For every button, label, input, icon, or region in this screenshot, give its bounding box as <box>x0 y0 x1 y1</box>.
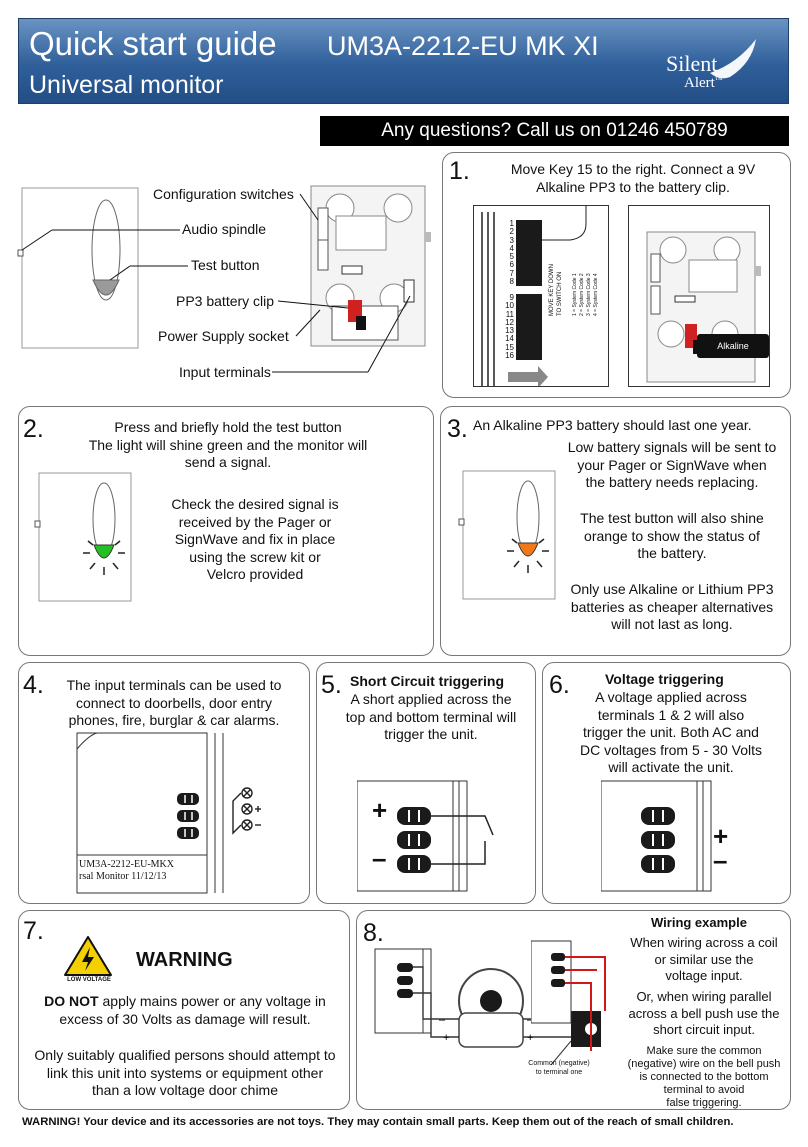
step-2-text-line1: Press and briefly hold the test button <box>114 419 342 435</box>
contact-bar: Any questions? Call us on 01246 450789 <box>320 116 789 146</box>
wired-unit-drawing <box>531 940 606 1051</box>
step-number: 1. <box>449 157 470 185</box>
page-subtitle: Universal monitor <box>29 71 224 99</box>
step-number: 8. <box>363 919 384 947</box>
test-button-green-drawing <box>34 472 132 602</box>
callout-input-terminals: Input terminals <box>179 364 271 380</box>
step-6-panel: 6. Voltage triggering A voltage applied … <box>542 662 791 904</box>
switch-legend: MOVE KEY DOWN TO SWITCH ON <box>549 264 563 316</box>
callout-configuration-switches: Configuration switches <box>153 186 294 202</box>
step-8-panel: 8. – + – + <box>356 910 791 1110</box>
callout-test-button: Test button <box>191 257 260 273</box>
wiring-example-title: Wiring example <box>651 915 747 930</box>
step-3-text-line1: An Alkaline PP3 battery should last one … <box>473 417 752 433</box>
input-terminals-drawing <box>76 732 261 894</box>
plus-sign: + <box>372 795 388 825</box>
step-5-title: Short Circuit triggering <box>350 673 504 689</box>
step-3-panel: 3. An Alkaline PP3 battery should last o… <box>440 406 791 656</box>
silent-alert-logo: Silent Alert™ <box>660 33 770 95</box>
battery-connection-diagram: Alkaline <box>628 205 770 387</box>
step-5-panel: 5. Short Circuit triggering A short appl… <box>316 662 536 904</box>
step-number: 3. <box>447 415 468 443</box>
step-number: 7. <box>23 917 44 945</box>
minus-sign: – <box>713 845 728 875</box>
short-circuit-drawing <box>357 780 494 892</box>
page-title: Quick start guide <box>29 25 277 62</box>
wiring-example-drawing: – + – + <box>374 948 601 1066</box>
step-1-panel: 1. Move Key 15 to the right. Connect a 9… <box>442 152 791 398</box>
step-number: 6. <box>549 671 570 699</box>
step-number: 5. <box>321 671 342 699</box>
plus-sign: + <box>713 821 729 851</box>
step-6-title: Voltage triggering <box>605 671 724 687</box>
callout-audio-spindle: Audio spindle <box>182 221 267 237</box>
step-2-panel: 2. Press and briefly hold the test butto… <box>18 406 434 656</box>
voltage-triggering-drawing <box>601 780 712 892</box>
step-7-panel: 7. LOW VOLTAGE WARNING DO NOT apply main… <box>18 910 350 1110</box>
step-number: 2. <box>23 415 44 443</box>
header-banner: Quick start guide UM3A-2212-EU MK XI Uni… <box>18 18 789 104</box>
high-voltage-warning-icon <box>64 936 112 976</box>
step-1-text-line1: Move Key 15 to the right. Connect a 9V <box>510 161 756 177</box>
common-negative-note: Common (negative) to terminal one <box>528 1060 590 1076</box>
low-voltage-label: LOW VOLTAGE <box>67 977 111 983</box>
step-4-panel: 4. The input terminals can be used to co… <box>18 662 310 904</box>
svg-text:–: – <box>439 1014 446 1026</box>
callout-power-supply-socket: Power Supply socket <box>158 328 289 344</box>
step-2-text-line2: The light will shine green and the monit… <box>88 436 368 453</box>
callout-pp3-battery-clip: PP3 battery clip <box>176 293 275 309</box>
minus-sign: – <box>372 843 387 873</box>
svg-text:+: + <box>443 1032 449 1044</box>
device-label: UM3A-2212-EU-MKX rsal Monitor 11/12/13 <box>79 859 174 882</box>
alkaline-battery: Alkaline <box>697 334 769 358</box>
step-number: 4. <box>23 671 44 699</box>
step-2-text-line3: send a signal. <box>184 454 272 470</box>
svg-text:+: + <box>527 1032 533 1044</box>
model-number: UM3A-2212-EU MK XI <box>327 31 599 61</box>
step-1-text-line2: Alkaline PP3 to the battery clip. <box>536 178 730 195</box>
device-overview-drawing <box>17 185 431 373</box>
safety-footer: WARNING! Your device and its accessories… <box>22 1116 734 1128</box>
warning-heading: WARNING <box>136 949 233 971</box>
test-button-orange-drawing <box>458 470 556 600</box>
